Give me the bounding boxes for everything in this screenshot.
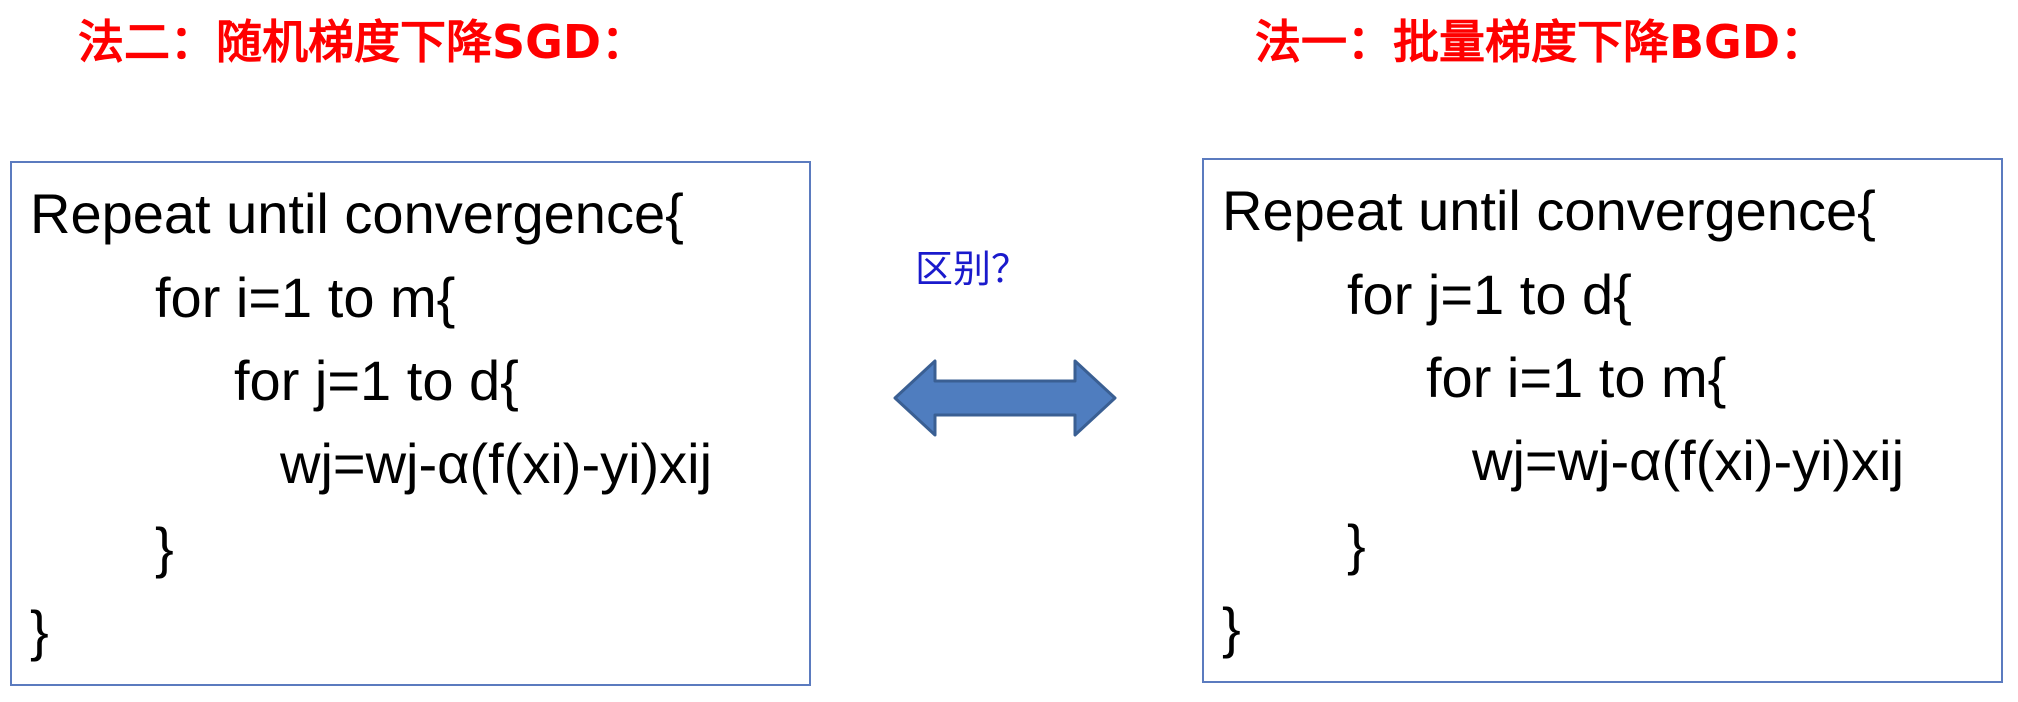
difference-question: 区别？ <box>915 247 1030 291</box>
sgd-line-repeat: Repeat until convergence{ <box>30 182 684 245</box>
bgd-line-inner-close: } <box>1347 513 1366 576</box>
bgd-line-update: wj=wj-α(f(xi)-yi)xij <box>1472 429 1905 492</box>
sgd-line-inner-loop: for j=1 to d{ <box>234 349 519 412</box>
bgd-line-repeat: Repeat until convergence{ <box>1222 179 1876 242</box>
sgd-line-update: wj=wj-α(f(xi)-yi)xij <box>280 432 713 495</box>
sgd-heading: 法二：随机梯度下降SGD： <box>78 15 648 69</box>
bgd-line-outer-close: } <box>1222 596 1241 659</box>
sgd-code-box: Repeat until convergence{ for i=1 to m{ … <box>10 161 811 686</box>
bgd-code-box: Repeat until convergence{ for j=1 to d{ … <box>1202 158 2003 683</box>
sgd-line-inner-close: } <box>155 516 174 579</box>
bgd-line-outer-loop: for j=1 to d{ <box>1347 263 1632 326</box>
sgd-line-outer-close: } <box>30 599 49 662</box>
bgd-heading: 法一：批量梯度下降BGD： <box>1255 15 1827 69</box>
bgd-line-inner-loop: for i=1 to m{ <box>1426 346 1727 409</box>
sgd-line-outer-loop: for i=1 to m{ <box>155 266 456 329</box>
double-arrow-icon <box>893 359 1117 437</box>
